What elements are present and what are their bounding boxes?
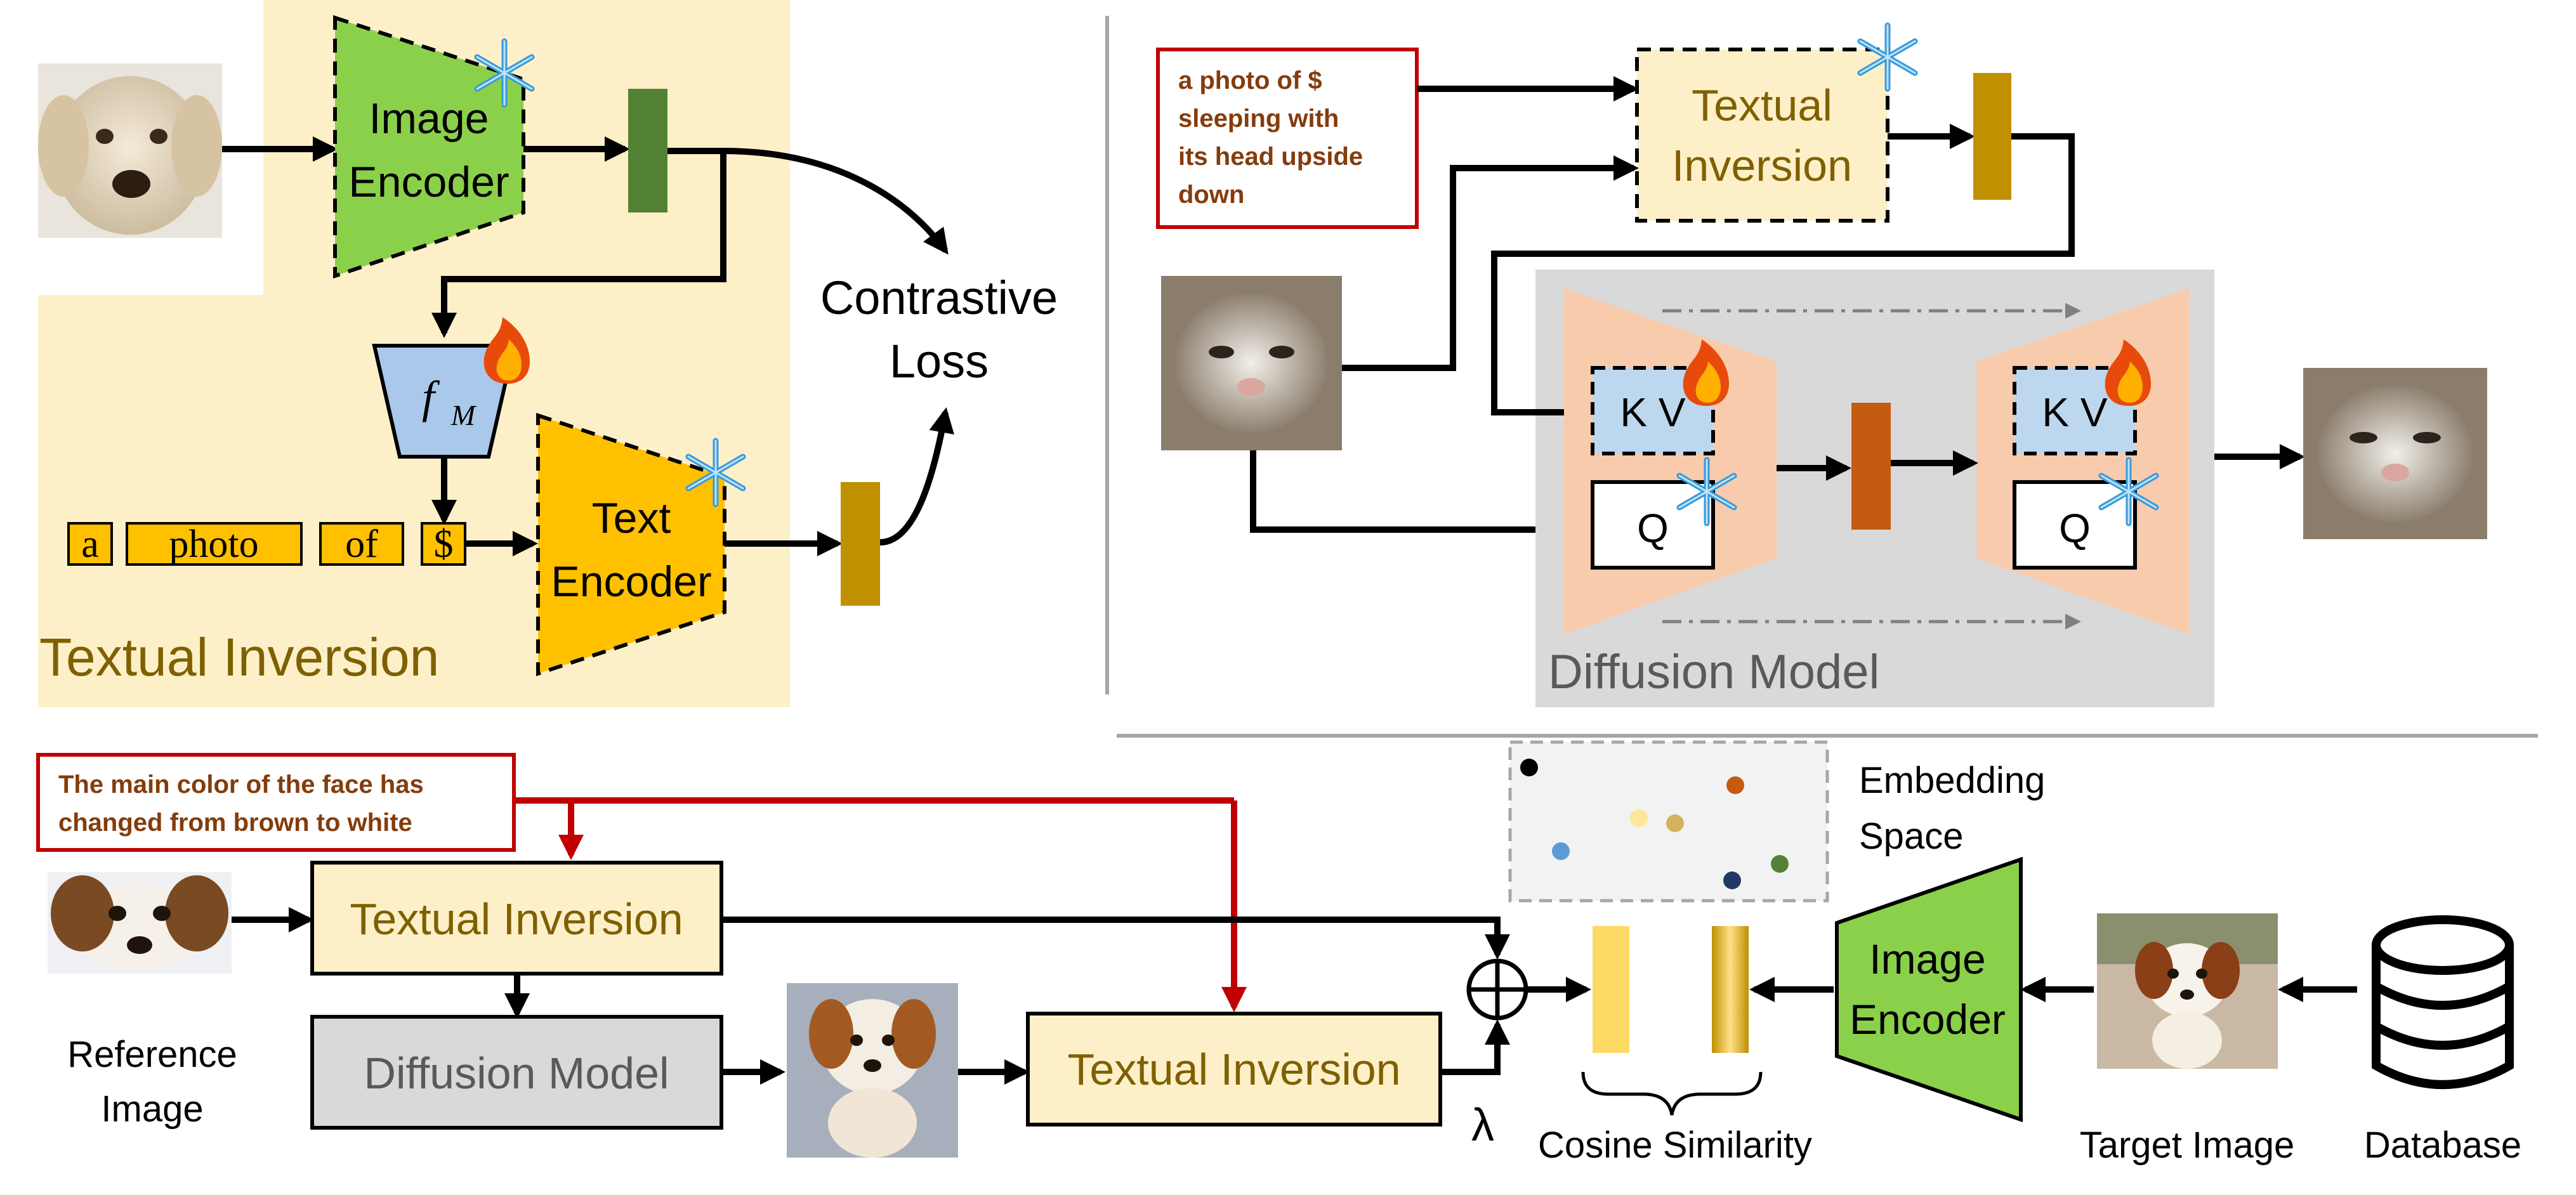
cosine-similarity-brace: [1581, 1071, 1763, 1116]
embedding-point: [1520, 759, 1538, 776]
svg-text:Encoder: Encoder: [1850, 996, 2006, 1043]
svg-text:sleeping with: sleeping with: [1178, 105, 1339, 133]
embedding-point: [1726, 776, 1744, 794]
snowflake-icon: [1676, 457, 1737, 526]
input-cat-image: [1161, 276, 1342, 450]
snowflake-icon: [474, 38, 535, 108]
embedding-space-label-1: Embedding: [1859, 760, 2045, 801]
svg-text:changed from brown to white: changed from brown to white: [58, 809, 412, 837]
snowflake-icon: [1857, 22, 1918, 92]
text-encoder-label-1: Text: [592, 494, 671, 542]
contrastive-loss-label-2: Loss: [890, 335, 989, 388]
target-puppy-image: [2097, 913, 2278, 1069]
svg-text:K V: K V: [1620, 389, 1685, 435]
target-embedding-bar: [1712, 926, 1749, 1053]
snowflake-icon: [2098, 457, 2159, 526]
concept-token-bar: [1973, 73, 2011, 200]
database-label: Database: [2364, 1125, 2521, 1166]
database-icon: [2372, 915, 2514, 1089]
svg-text:a: a: [81, 523, 99, 566]
svg-text:down: down: [1178, 181, 1244, 209]
embedding-point: [1771, 855, 1789, 873]
token-photo: [126, 522, 303, 566]
prompt-token-row: a photo of $: [67, 522, 466, 566]
embedding-point: [1666, 814, 1684, 832]
kv-block-right: K V: [2013, 366, 2137, 455]
flame-icon: [483, 317, 530, 384]
svg-text:The main color of the face has: The main color of the face has: [58, 771, 424, 799]
svg-text:Textual: Textual: [1692, 81, 1832, 130]
token-a: [67, 522, 113, 566]
text-embedding-bar: [841, 482, 880, 606]
flame-icon: [1683, 339, 1729, 406]
textual-inversion-block-top: Textual Inversion: [1635, 48, 1889, 223]
svg-text:Q: Q: [2059, 506, 2091, 551]
reference-puppy-image: [48, 872, 232, 974]
token-dollar: [421, 522, 466, 566]
q-block-left: Q: [1591, 480, 1715, 570]
token-of: [319, 522, 404, 566]
image-encoder-block-bottom: Image Encoder: [1835, 856, 2023, 1123]
flame-icon: [2105, 339, 2151, 406]
diffusion-model-block: Diffusion Model: [310, 1015, 723, 1130]
diffusion-model-label: Diffusion Model: [1548, 645, 1879, 699]
embedding-point: [1630, 809, 1648, 827]
prompt-text-box: a photo of $ sleeping with its head upsi…: [1156, 48, 1419, 229]
svg-text:of: of: [345, 523, 378, 566]
cosine-similarity-label: Cosine Similarity: [1538, 1125, 1812, 1166]
svg-text:Textual Inversion: Textual Inversion: [1067, 1045, 1400, 1094]
svg-text:Diffusion Model: Diffusion Model: [364, 1048, 669, 1098]
f-m-subscript: M: [450, 399, 477, 431]
textual-inversion-block-1: Textual Inversion: [310, 861, 723, 976]
svg-text:Q: Q: [1637, 506, 1669, 551]
output-cat-image: [2303, 368, 2487, 539]
svg-text:Image: Image: [1869, 936, 1985, 983]
image-encoder-block: Image Encoder: [333, 15, 525, 279]
contrastive-loss-label-1: Contrastive: [820, 271, 1058, 324]
lambda-label: λ: [1471, 1100, 1494, 1151]
svg-text:$: $: [434, 523, 454, 566]
embedding-point: [1552, 842, 1570, 860]
query-embedding-bar: [1593, 926, 1629, 1053]
svg-text:its head upside: its head upside: [1178, 143, 1363, 171]
svg-text:K V: K V: [2042, 389, 2107, 435]
text-encoder-block: Text Encoder: [536, 412, 726, 677]
input-dog-image: [38, 63, 222, 238]
reference-image-label-1: Reference: [67, 1034, 237, 1075]
reference-image-label-2: Image: [101, 1088, 203, 1130]
svg-text:Textual Inversion: Textual Inversion: [350, 894, 683, 944]
f-m-mapping-block: f M: [372, 344, 516, 459]
generated-puppy-image: [787, 983, 958, 1158]
image-embedding-bar: [628, 89, 667, 212]
embedding-space-box: [1508, 740, 1829, 903]
q-block-right: Q: [2013, 480, 2137, 570]
image-encoder-label-2: Encoder: [348, 158, 509, 206]
latent-bar: [1851, 403, 1891, 530]
svg-text:photo: photo: [169, 523, 258, 566]
svg-text:a photo of $: a photo of $: [1178, 67, 1322, 95]
embedding-space-label-2: Space: [1859, 816, 1963, 857]
snowflake-icon: [685, 438, 746, 507]
textual-inversion-block-2: Textual Inversion: [1026, 1012, 1442, 1126]
text-encoder-label-2: Encoder: [551, 558, 711, 606]
image-encoder-label-1: Image: [369, 95, 489, 143]
svg-text:Inversion: Inversion: [1672, 141, 1852, 190]
textual-inversion-section-label: Textual Inversion: [39, 627, 439, 687]
edit-instruction-box: The main color of the face has changed f…: [36, 753, 516, 852]
embedding-point: [1723, 872, 1741, 889]
circle-plus-icon: [1466, 958, 1528, 1021]
target-image-label: Target Image: [2080, 1125, 2295, 1166]
